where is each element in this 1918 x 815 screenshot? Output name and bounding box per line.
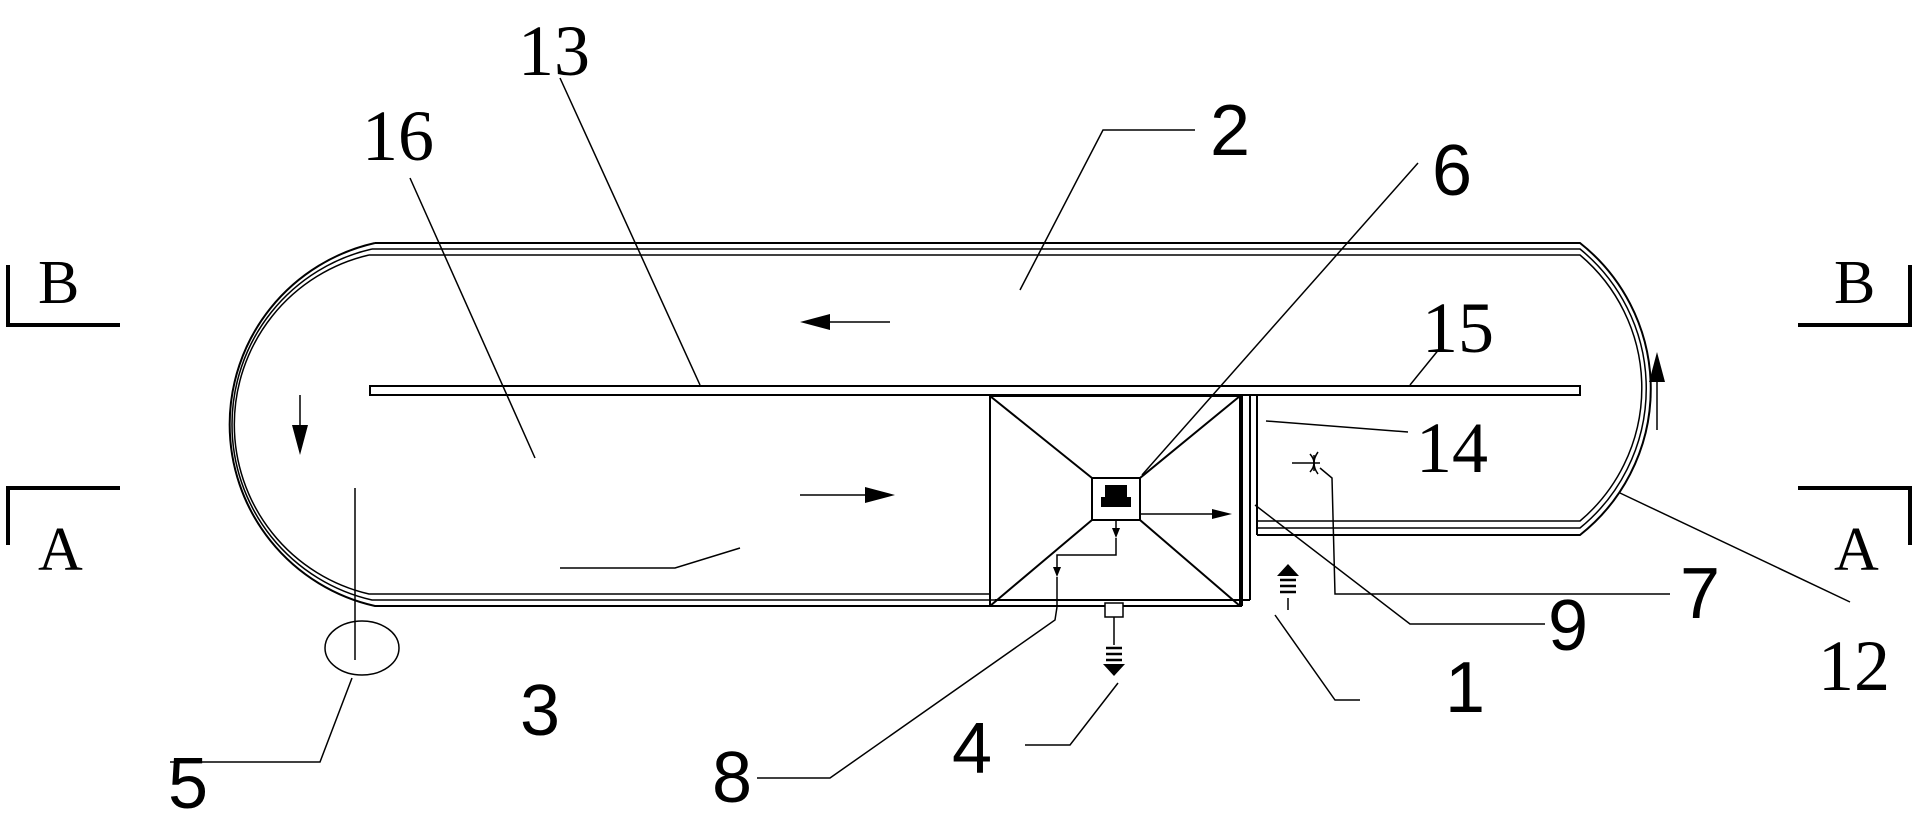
section-letter: B (1834, 249, 1875, 317)
callout-8: 8 (712, 738, 752, 815)
outlet-weir (1103, 602, 1125, 676)
section-letter: A (38, 516, 83, 584)
callout-7: 7 (1680, 554, 1720, 634)
callout-16: 16 (362, 96, 434, 176)
section-mark-right-a: A (1798, 486, 1912, 584)
callout-4: 4 (952, 709, 992, 789)
central-divider-wall (369, 385, 1581, 396)
flow-arrows (292, 314, 1665, 503)
leader-lines (170, 77, 1851, 779)
flow-arrow-right-bottom (800, 487, 895, 503)
sludge-discharge-pipe (1140, 509, 1232, 519)
propeller-icon (1292, 451, 1320, 475)
callout-labels: 13 16 2 6 15 14 7 9 12 1 3 4 8 5 (168, 11, 1890, 815)
inspection-well (324, 488, 400, 676)
flow-arrow-up-right (1649, 352, 1665, 430)
clarifier-compartment (989, 395, 1241, 607)
inlet-pipe (1277, 564, 1299, 610)
return-pipe (1053, 520, 1120, 606)
callout-9: 9 (1548, 586, 1588, 666)
callout-2: 2 (1210, 91, 1250, 171)
callout-3: 3 (520, 671, 560, 751)
section-mark-left-a: A (6, 486, 120, 584)
flow-arrow-left-top (800, 314, 890, 330)
callout-15: 15 (1422, 288, 1494, 368)
callout-6: 6 (1432, 131, 1472, 211)
callout-13: 13 (518, 11, 590, 91)
sludge-pump-box (1091, 477, 1141, 521)
outer-channel-wall (228, 242, 1652, 607)
section-letter: A (1834, 516, 1879, 584)
callout-5: 5 (168, 744, 208, 815)
callout-1: 1 (1445, 648, 1485, 728)
callout-12: 12 (1818, 626, 1890, 706)
section-mark-left-b: B (6, 249, 120, 327)
section-letter: B (38, 249, 79, 317)
flow-arrow-down-left (292, 395, 308, 455)
section-mark-right-b: B (1798, 249, 1912, 327)
callout-14: 14 (1416, 408, 1488, 488)
